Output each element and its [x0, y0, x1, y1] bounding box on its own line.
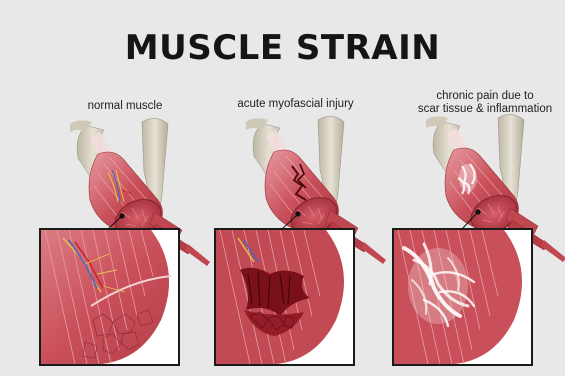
zoom-panel-acute-injury [214, 228, 355, 366]
zoom-panel-chronic-scar [392, 228, 533, 366]
zoom-panel-normal [39, 228, 180, 366]
acute-injury-closeup [216, 230, 353, 364]
chronic-scar-closeup [394, 230, 531, 364]
normal-muscle-closeup [41, 230, 178, 364]
